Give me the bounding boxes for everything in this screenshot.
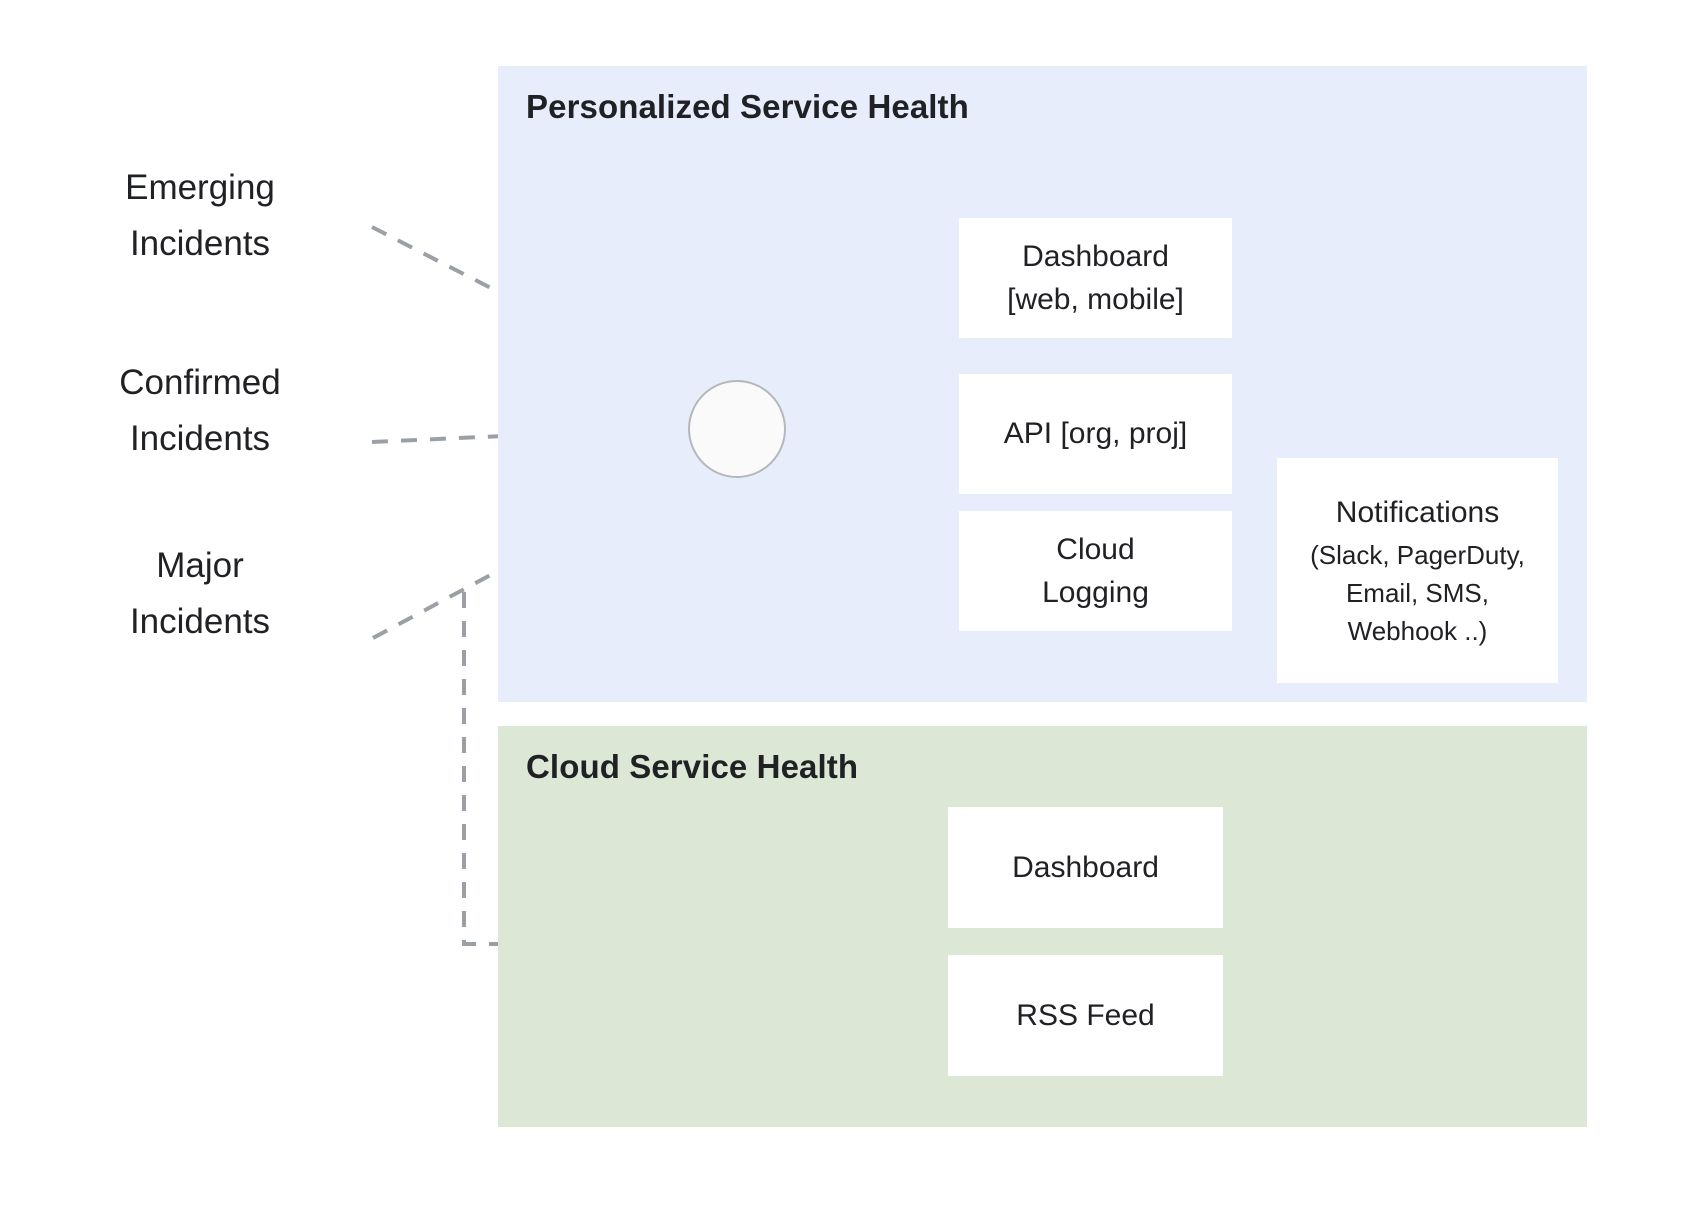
node-notifications: Notifications (Slack, PagerDuty, Email, …: [1277, 458, 1558, 683]
node-api-org-proj: API [org, proj]: [959, 374, 1232, 494]
node-dashboard-web-mobile: Dashboard [web, mobile]: [959, 218, 1232, 338]
node-notifications-channels: (Slack, PagerDuty, Email, SMS, Webhook .…: [1310, 540, 1525, 646]
panel-title-cloud-service-health: Cloud Service Health: [526, 748, 859, 785]
panel-title-personalized-service-health: Personalized Service Health: [526, 88, 969, 125]
input-label-confirmed-incidents: Confirmed Incidents: [119, 363, 281, 458]
node-notifications-title: Notifications: [1335, 496, 1500, 530]
node-cloud-logging: Cloud Logging: [959, 511, 1232, 631]
hub-node-circle: [688, 380, 786, 478]
input-label-emerging-incidents: Emerging Incidents: [125, 168, 275, 263]
node-csh-dashboard: Dashboard: [948, 807, 1223, 928]
node-csh-rss-feed: RSS Feed: [948, 955, 1223, 1076]
input-label-major-incidents: Major Incidents: [129, 546, 271, 641]
